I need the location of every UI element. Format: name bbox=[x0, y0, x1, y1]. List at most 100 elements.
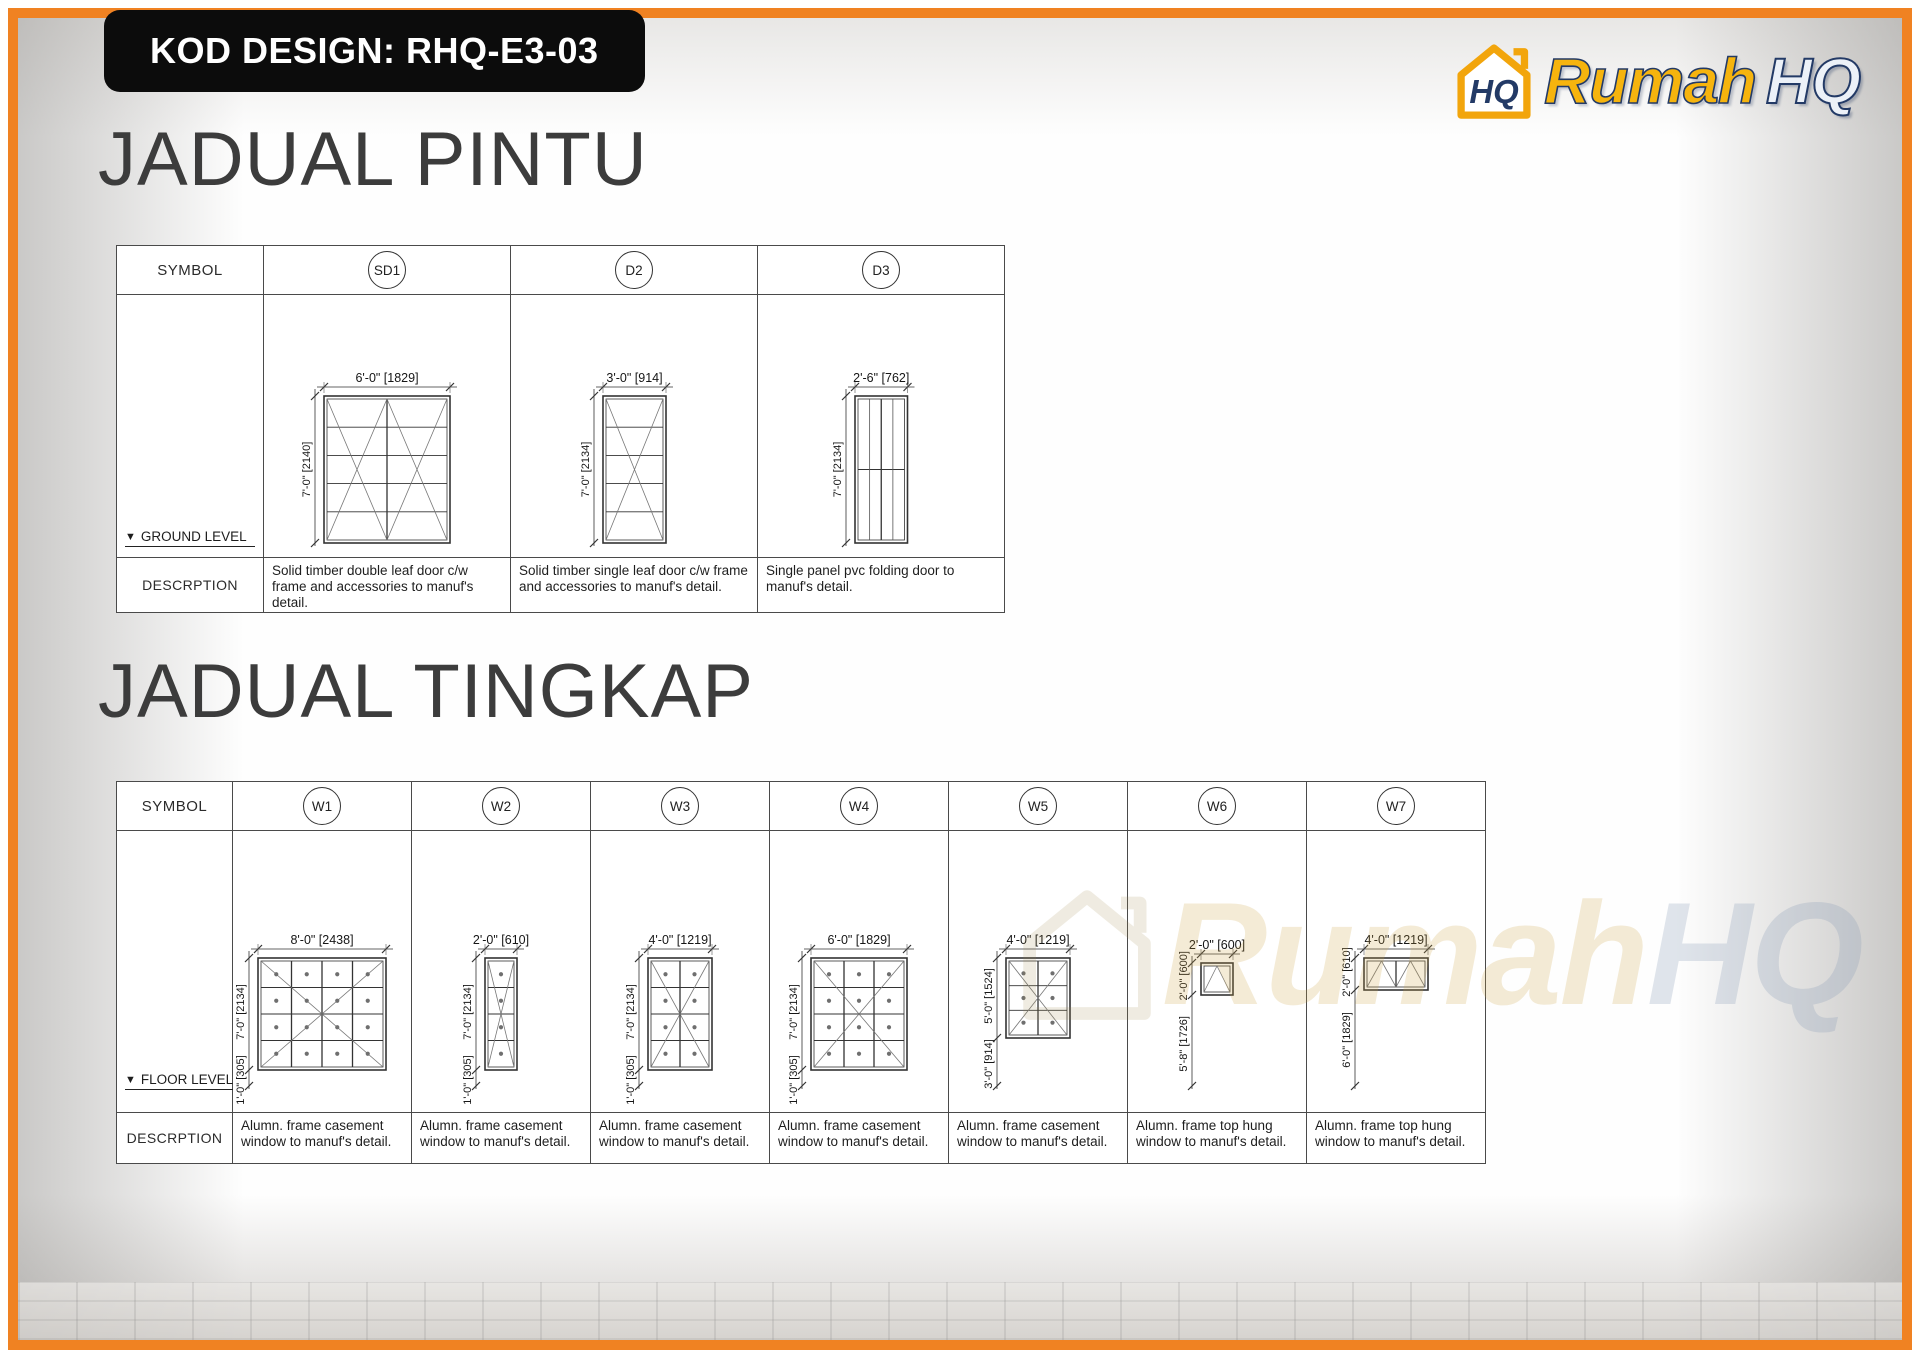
level-label-text: GROUND LEVEL bbox=[140, 529, 247, 544]
svg-text:4'-0" [1219]: 4'-0" [1219] bbox=[1364, 933, 1427, 947]
description-text-W7: Alumn. frame top hung window to manuf's … bbox=[1315, 1118, 1466, 1149]
drawing-cell-D2: 3'-0" [914] 7'-0" [2134] bbox=[511, 295, 758, 558]
design-code-text: KOD DESIGN: RHQ-E3-03 bbox=[150, 30, 599, 71]
svg-text:2'-0" [600]: 2'-0" [600] bbox=[1189, 938, 1245, 952]
svg-text:4'-0" [1219]: 4'-0" [1219] bbox=[1006, 933, 1069, 947]
svg-text:5'-8" [1726]: 5'-8" [1726] bbox=[1178, 1016, 1190, 1072]
svg-text:1'-0" [305]: 1'-0" [305] bbox=[235, 1055, 247, 1104]
drawing-cell-W5: 4'-0" [1219] 5'-0" [1524] 3'-0" [914] bbox=[949, 831, 1128, 1113]
svg-text:7'-0" [2134]: 7'-0" [2134] bbox=[580, 442, 592, 498]
symbol-cell-W7: W7 bbox=[1307, 782, 1486, 831]
svg-text:7'-0" [2140]: 7'-0" [2140] bbox=[301, 442, 313, 498]
svg-text:7'-0" [2134]: 7'-0" [2134] bbox=[788, 984, 800, 1040]
description-text-D2: Solid timber single leaf door c/w frame … bbox=[519, 563, 748, 594]
svg-text:7'-0" [2134]: 7'-0" [2134] bbox=[235, 984, 247, 1040]
svg-text:2'-0" [600]: 2'-0" [600] bbox=[1178, 951, 1190, 1000]
description-text-W6: Alumn. frame top hung window to manuf's … bbox=[1136, 1118, 1287, 1149]
window-schedule-title: JADUAL TINGKAP bbox=[98, 649, 754, 734]
drawing-cell-W3: 4'-0" [1219] 7'-0" [2134] 1'-0" [305] bbox=[591, 831, 770, 1113]
symbol-badge-W1: W1 bbox=[303, 787, 341, 825]
svg-text:4'-0" [1219]: 4'-0" [1219] bbox=[648, 933, 711, 947]
symbol-cell-W1: W1 bbox=[233, 782, 412, 831]
drawing-W3: 4'-0" [1219] 7'-0" [2134] 1'-0" [305] bbox=[625, 933, 719, 1105]
symbol-badge-W5: W5 bbox=[1019, 787, 1057, 825]
description-text-W5: Alumn. frame casement window to manuf's … bbox=[957, 1118, 1108, 1149]
symbol-cell-D3: D3 bbox=[758, 246, 1005, 295]
description-cell-W7: Alumn. frame top hung window to manuf's … bbox=[1307, 1113, 1486, 1164]
description-text-W4: Alumn. frame casement window to manuf's … bbox=[778, 1118, 929, 1149]
description-text-D3: Single panel pvc folding door to manuf's… bbox=[766, 563, 955, 594]
svg-text:1'-0" [305]: 1'-0" [305] bbox=[625, 1055, 637, 1104]
svg-text:5'-0" [1524]: 5'-0" [1524] bbox=[983, 968, 995, 1024]
symbol-cell-SD1: SD1 bbox=[264, 246, 511, 295]
description-cell-W1: Alumn. frame casement window to manuf's … bbox=[233, 1113, 412, 1164]
svg-text:3'-0" [914]: 3'-0" [914] bbox=[983, 1039, 995, 1088]
symbol-badge-D3: D3 bbox=[862, 251, 900, 289]
description-header-cell: DESCRPTION bbox=[117, 1113, 233, 1164]
drawing-W5: 4'-0" [1219] 5'-0" [1524] 3'-0" [914] bbox=[983, 933, 1077, 1091]
svg-text:1'-0" [305]: 1'-0" [305] bbox=[788, 1055, 800, 1104]
svg-text:2'-6" [762]: 2'-6" [762] bbox=[853, 371, 909, 385]
symbol-header-cell: SYMBOL bbox=[117, 782, 233, 831]
svg-text:8'-0" [2438]: 8'-0" [2438] bbox=[290, 933, 353, 947]
symbol-badge-W6: W6 bbox=[1198, 787, 1236, 825]
svg-text:7'-0" [2134]: 7'-0" [2134] bbox=[625, 984, 637, 1040]
rumahhq-house-icon: HQ bbox=[1457, 44, 1531, 119]
logo-text-rumah: Rumah bbox=[1543, 44, 1758, 118]
description-cell-W5: Alumn. frame casement window to manuf's … bbox=[949, 1113, 1128, 1164]
door-schedule-table: SYMBOL SD1 D2 D3 ▼GROUND LEVEL 6'-0" [1829] 7'… bbox=[116, 245, 1005, 613]
drawing-cell-SD1: 6'-0" [1829] 7'-0" [2140] bbox=[264, 295, 511, 558]
description-cell-W2: Alumn. frame casement window to manuf's … bbox=[412, 1113, 591, 1164]
symbol-cell-W4: W4 bbox=[770, 782, 949, 831]
svg-text:6'-0" [1829]: 6'-0" [1829] bbox=[355, 371, 418, 385]
description-text-SD1: Solid timber double leaf door c/w frame … bbox=[272, 563, 474, 610]
svg-text:2'-0" [610]: 2'-0" [610] bbox=[473, 933, 529, 947]
drawing-W4: 6'-0" [1829]7'-0" [2134]1'-0" [305] bbox=[788, 933, 914, 1105]
symbol-badge-W2: W2 bbox=[482, 787, 520, 825]
logo-monogram-text: HQ bbox=[1469, 73, 1519, 110]
description-cell-W4: Alumn. frame casement window to manuf's … bbox=[770, 1113, 949, 1164]
drawing-W7: 4'-0" [1219]2'-0" [610]6'-0" [1829] bbox=[1341, 933, 1435, 1091]
door-schedule-title: JADUAL PINTU bbox=[98, 117, 648, 202]
drawing-W2: 2'-0" [610]7'-0" [2134]1'-0" [305] bbox=[462, 933, 529, 1105]
description-cell-SD1: Solid timber double leaf door c/w frame … bbox=[264, 558, 511, 613]
drawing-cell-D3: 2'-6" [762]7'-0" [2134] bbox=[758, 295, 1005, 558]
symbol-badge-D2: D2 bbox=[615, 251, 653, 289]
ground-level-label: ▼GROUND LEVEL bbox=[125, 529, 255, 547]
level-cell: ▼ FLOOR LEVEL bbox=[117, 831, 242, 1113]
symbol-cell-D2: D2 bbox=[511, 246, 758, 295]
paving-photo-strip bbox=[18, 1282, 1902, 1340]
description-text-W1: Alumn. frame casement window to manuf's … bbox=[241, 1118, 392, 1149]
floor-level-label: ▼ FLOOR LEVEL bbox=[125, 1072, 242, 1090]
level-marker-icon: ▼ bbox=[125, 1073, 136, 1086]
symbol-cell-W5: W5 bbox=[949, 782, 1128, 831]
description-cell-D2: Solid timber single leaf door c/w frame … bbox=[511, 558, 758, 613]
description-cell-D3: Single panel pvc folding door to manuf's… bbox=[758, 558, 1005, 613]
level-label-text: FLOOR LEVEL bbox=[140, 1072, 234, 1087]
svg-text:3'-0" [914]: 3'-0" [914] bbox=[606, 371, 662, 385]
symbol-header-cell: SYMBOL bbox=[117, 246, 264, 295]
symbol-cell-W6: W6 bbox=[1128, 782, 1307, 831]
symbol-cell-W3: W3 bbox=[591, 782, 770, 831]
design-code-badge: KOD DESIGN: RHQ-E3-03 bbox=[104, 10, 645, 92]
symbol-badge-W7: W7 bbox=[1377, 787, 1415, 825]
rumahhq-logo: HQ Rumah HQ bbox=[1452, 42, 1862, 120]
description-text-W2: Alumn. frame casement window to manuf's … bbox=[420, 1118, 571, 1149]
description-cell-W6: Alumn. frame top hung window to manuf's … bbox=[1128, 1113, 1307, 1164]
description-text-W3: Alumn. frame casement window to manuf's … bbox=[599, 1118, 750, 1149]
drawing-SD1: 6'-0" [1829] 7'-0" [2140] bbox=[301, 371, 457, 548]
description-cell-W3: Alumn. frame casement window to manuf's … bbox=[591, 1113, 770, 1164]
symbol-badge-SD1: SD1 bbox=[368, 251, 406, 289]
level-cell: ▼GROUND LEVEL bbox=[117, 295, 264, 558]
symbol-badge-W4: W4 bbox=[840, 787, 878, 825]
drawing-W1: 8'-0" [2438] 7'-0" [2134] 1'-0" [305] bbox=[235, 933, 393, 1105]
symbol-cell-W2: W2 bbox=[412, 782, 591, 831]
logo-text-hq: HQ bbox=[1765, 44, 1862, 118]
drawing-cell-W7: 4'-0" [1219]2'-0" [610]6'-0" [1829] bbox=[1307, 831, 1486, 1113]
symbol-badge-W3: W3 bbox=[661, 787, 699, 825]
drawing-cell-W4: 6'-0" [1829]7'-0" [2134]1'-0" [305] bbox=[770, 831, 949, 1113]
drawing-cell-W2: 2'-0" [610]7'-0" [2134]1'-0" [305] bbox=[412, 831, 591, 1113]
drawing-D3: 2'-6" [762]7'-0" [2134] bbox=[832, 371, 915, 548]
